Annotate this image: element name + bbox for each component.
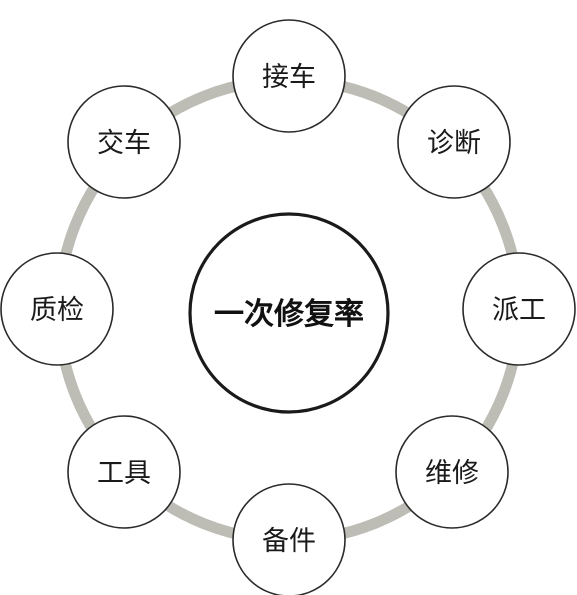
node-beijian-label: 备件 — [262, 526, 316, 557]
node-gongju: 工具 — [67, 415, 181, 529]
node-paigong-circle — [462, 252, 576, 366]
node-zhenduan-label: 诊断 — [427, 128, 481, 159]
node-jieche-circle — [232, 19, 346, 133]
node-zhijian-circle — [0, 252, 114, 366]
center-node-circle — [188, 212, 390, 414]
node-weixiu: 维修 — [395, 415, 509, 529]
node-jieche-label: 接车 — [262, 62, 316, 93]
node-jiaoche-circle — [67, 85, 181, 199]
node-weixiu-label: 维修 — [425, 458, 479, 489]
node-jieche: 接车 — [232, 19, 346, 133]
node-zhijian: 质检 — [0, 252, 114, 366]
node-beijian: 备件 — [232, 483, 346, 595]
node-paigong: 派工 — [462, 252, 576, 366]
node-zhenduan: 诊断 — [397, 85, 511, 199]
node-paigong-label: 派工 — [492, 295, 546, 326]
node-jiaoche: 交车 — [67, 85, 181, 199]
node-beijian-circle — [232, 483, 346, 595]
node-weixiu-circle — [395, 415, 509, 529]
center-node: 一次修复率 — [188, 212, 390, 414]
node-gongju-label: 工具 — [97, 458, 151, 489]
center-node-label: 一次修复率 — [214, 297, 364, 332]
node-zhenduan-circle — [397, 85, 511, 199]
node-zhijian-label: 质检 — [30, 295, 84, 326]
node-jiaoche-label: 交车 — [97, 128, 151, 159]
node-gongju-circle — [67, 415, 181, 529]
